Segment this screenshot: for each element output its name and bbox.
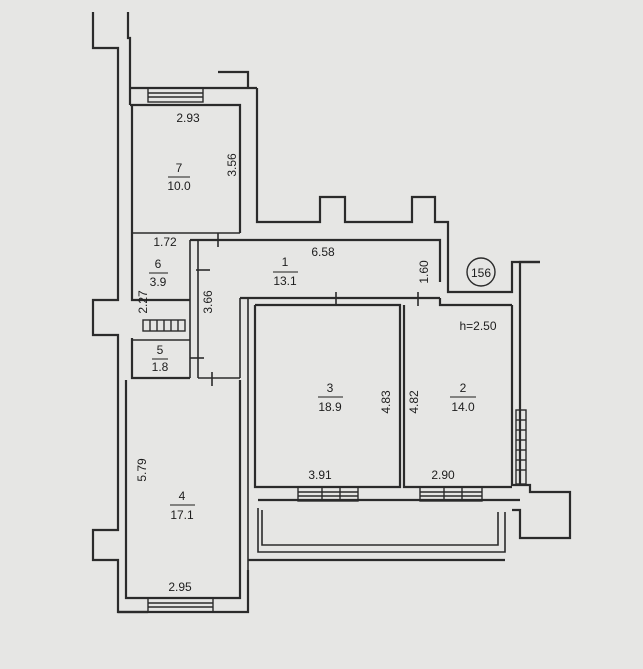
radiator-room2 <box>515 409 527 485</box>
room-6-number: 6 <box>155 257 162 271</box>
windows <box>147 87 483 613</box>
room-labels: 7 10.0 6 3.9 5 1.8 1 13.1 3 18.9 2 14.0 <box>149 161 497 522</box>
dim-room2-depth: 4.82 <box>407 390 421 414</box>
window-room7 <box>147 87 204 103</box>
room-1-area: 13.1 <box>273 274 297 288</box>
dim-room7-depth: 3.56 <box>225 153 239 177</box>
radiators <box>142 319 527 485</box>
room-4-area: 17.1 <box>170 508 194 522</box>
dim-corridor-depth-right: 1.60 <box>417 260 431 284</box>
room-1-number: 1 <box>282 255 289 269</box>
room-6-label: 6 3.9 <box>149 257 168 289</box>
room-3-area: 18.9 <box>318 400 342 414</box>
building-number-badge: 156 <box>466 257 496 287</box>
room-5-label: 5 1.8 <box>152 343 169 374</box>
dim-room6-width: 1.72 <box>153 235 177 249</box>
window-room2 <box>419 486 483 502</box>
room-2-number: 2 <box>460 381 467 395</box>
room-2-label: 2 14.0 <box>450 381 476 414</box>
building-number: 156 <box>471 266 491 280</box>
room-4-number: 4 <box>179 489 186 503</box>
dim-corridor-length: 6.58 <box>311 245 335 259</box>
radiator-room6 <box>142 319 186 332</box>
dim-room3-width: 3.91 <box>308 468 332 482</box>
door-marks <box>190 233 419 386</box>
room-2-area: 14.0 <box>451 400 475 414</box>
dim-corridor-depth-left: 3.66 <box>201 290 215 314</box>
room-7-number: 7 <box>176 161 183 175</box>
dim-room3-depth: 4.83 <box>379 390 393 414</box>
dimension-labels: 2.93 3.56 1.72 2.27 6.58 1.60 3.66 4.83 … <box>135 111 455 594</box>
room-3-label: 3 18.9 <box>318 381 343 414</box>
window-room4 <box>147 597 214 613</box>
room-1-label: 1 13.1 <box>273 255 298 288</box>
dim-room2-width: 2.90 <box>431 468 455 482</box>
window-room3 <box>297 486 359 502</box>
room-4-label: 4 17.1 <box>170 489 195 522</box>
room-6-area: 3.9 <box>150 275 167 289</box>
dim-room4-depth: 5.79 <box>135 458 149 482</box>
room-7-area: 10.0 <box>167 179 191 193</box>
room-5-number: 5 <box>157 343 164 357</box>
dim-room4-width: 2.95 <box>168 580 192 594</box>
dim-room6-depth: 2.27 <box>136 290 150 314</box>
room-5-area: 1.8 <box>152 360 169 374</box>
ceiling-height: h=2.50 <box>459 319 496 333</box>
room-3-number: 3 <box>327 381 334 395</box>
room-7-label: 7 10.0 <box>167 161 191 193</box>
dim-room7-width: 2.93 <box>176 111 200 125</box>
